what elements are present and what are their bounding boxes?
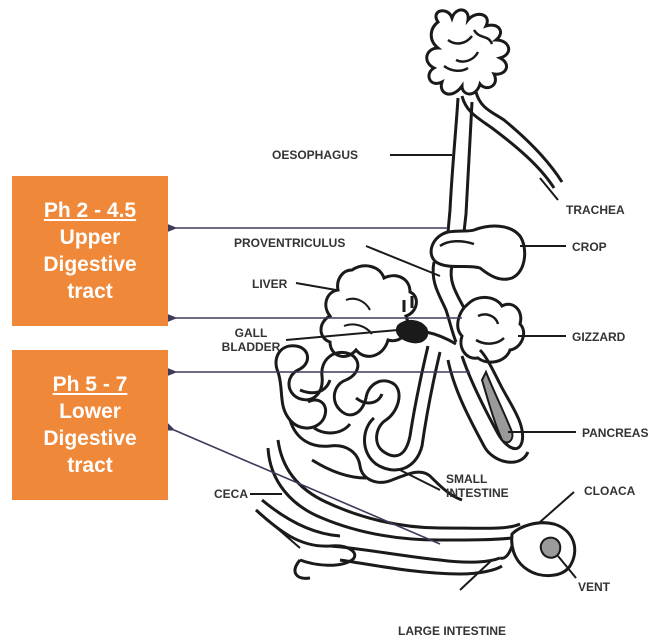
label-vent: VENT <box>578 580 610 594</box>
label-small-intestine: SMALL INTESTINE <box>446 472 509 500</box>
label-ceca: CECA <box>214 487 248 501</box>
cloaca-leader <box>540 492 574 522</box>
label-pancreas: PANCREAS <box>582 426 648 440</box>
gizzard-shape <box>458 297 524 362</box>
upper-line3: tract <box>67 278 113 305</box>
upper-line1: Upper <box>60 224 121 251</box>
label-gizzard: GIZZARD <box>572 330 625 344</box>
small-intestine-coils <box>276 346 462 500</box>
ceca-and-large-intestine <box>256 440 520 578</box>
label-gall: GALL <box>212 326 290 340</box>
upper-digestive-box: Ph 2 - 4.5 Upper Digestive tract <box>12 176 168 326</box>
label-liver: LIVER <box>252 277 287 291</box>
label-gall-bladder: GALL BLADDER <box>212 326 290 354</box>
upper-phase-label: Ph 2 - 4.5 <box>44 197 136 224</box>
liver-shape <box>321 266 416 357</box>
crop-shape <box>431 226 525 279</box>
lower-phase-label: Ph 5 - 7 <box>53 371 128 398</box>
label-oesophagus: OESOPHAGUS <box>272 148 358 162</box>
lower-line1: Lower <box>59 398 121 425</box>
lower-line2: Digestive <box>43 425 136 452</box>
upper-line2: Digestive <box>43 251 136 278</box>
label-intestine: INTESTINE <box>446 486 509 500</box>
label-trachea: TRACHEA <box>566 203 625 217</box>
label-bladder: BLADDER <box>212 340 290 354</box>
label-proventriculus: PROVENTRICULUS <box>234 236 345 250</box>
label-cloaca: CLOACA <box>584 484 635 498</box>
vent-shape <box>541 538 561 558</box>
label-small: SMALL <box>446 472 509 486</box>
label-crop: CROP <box>572 240 607 254</box>
trachea-tube <box>462 96 554 188</box>
lower-line3: tract <box>67 452 113 479</box>
label-large-intestine: LARGE INTESTINE <box>398 624 506 638</box>
liver-leader <box>296 283 336 290</box>
trachea-top-shape <box>427 10 509 94</box>
lower-digestive-box: Ph 5 - 7 Lower Digestive tract <box>12 350 168 500</box>
oesophagus-tube <box>448 98 458 232</box>
